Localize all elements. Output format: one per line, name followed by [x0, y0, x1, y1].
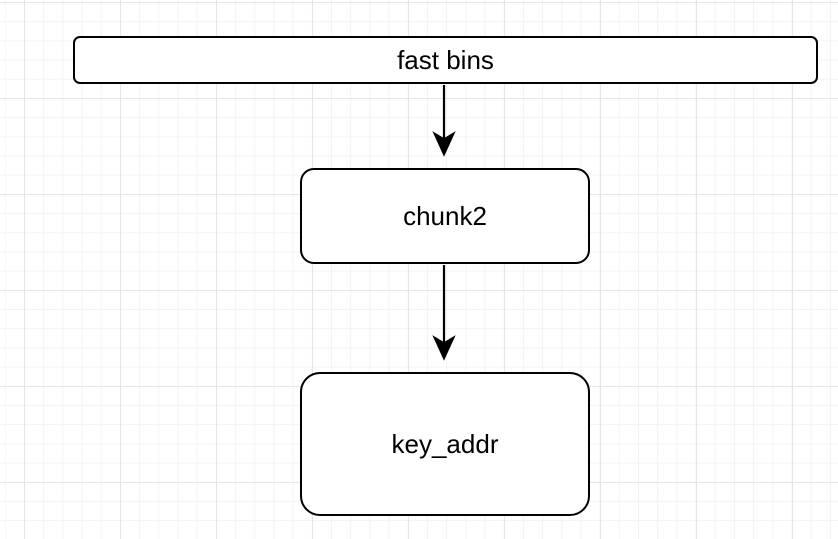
arrow-head-icon: [432, 335, 456, 361]
node-label: key_addr: [391, 428, 499, 459]
node-chunk2[interactable]: chunk2: [300, 168, 590, 264]
arrow-head-icon: [432, 131, 456, 157]
node-label: chunk2: [403, 200, 487, 231]
node-label: fast bins: [397, 44, 494, 75]
edge-fast-bins-to-chunk2: [432, 85, 456, 157]
node-key-addr[interactable]: key_addr: [300, 372, 590, 516]
edge-chunk2-to-key-addr: [432, 265, 456, 361]
node-fast-bins[interactable]: fast bins: [73, 36, 818, 84]
